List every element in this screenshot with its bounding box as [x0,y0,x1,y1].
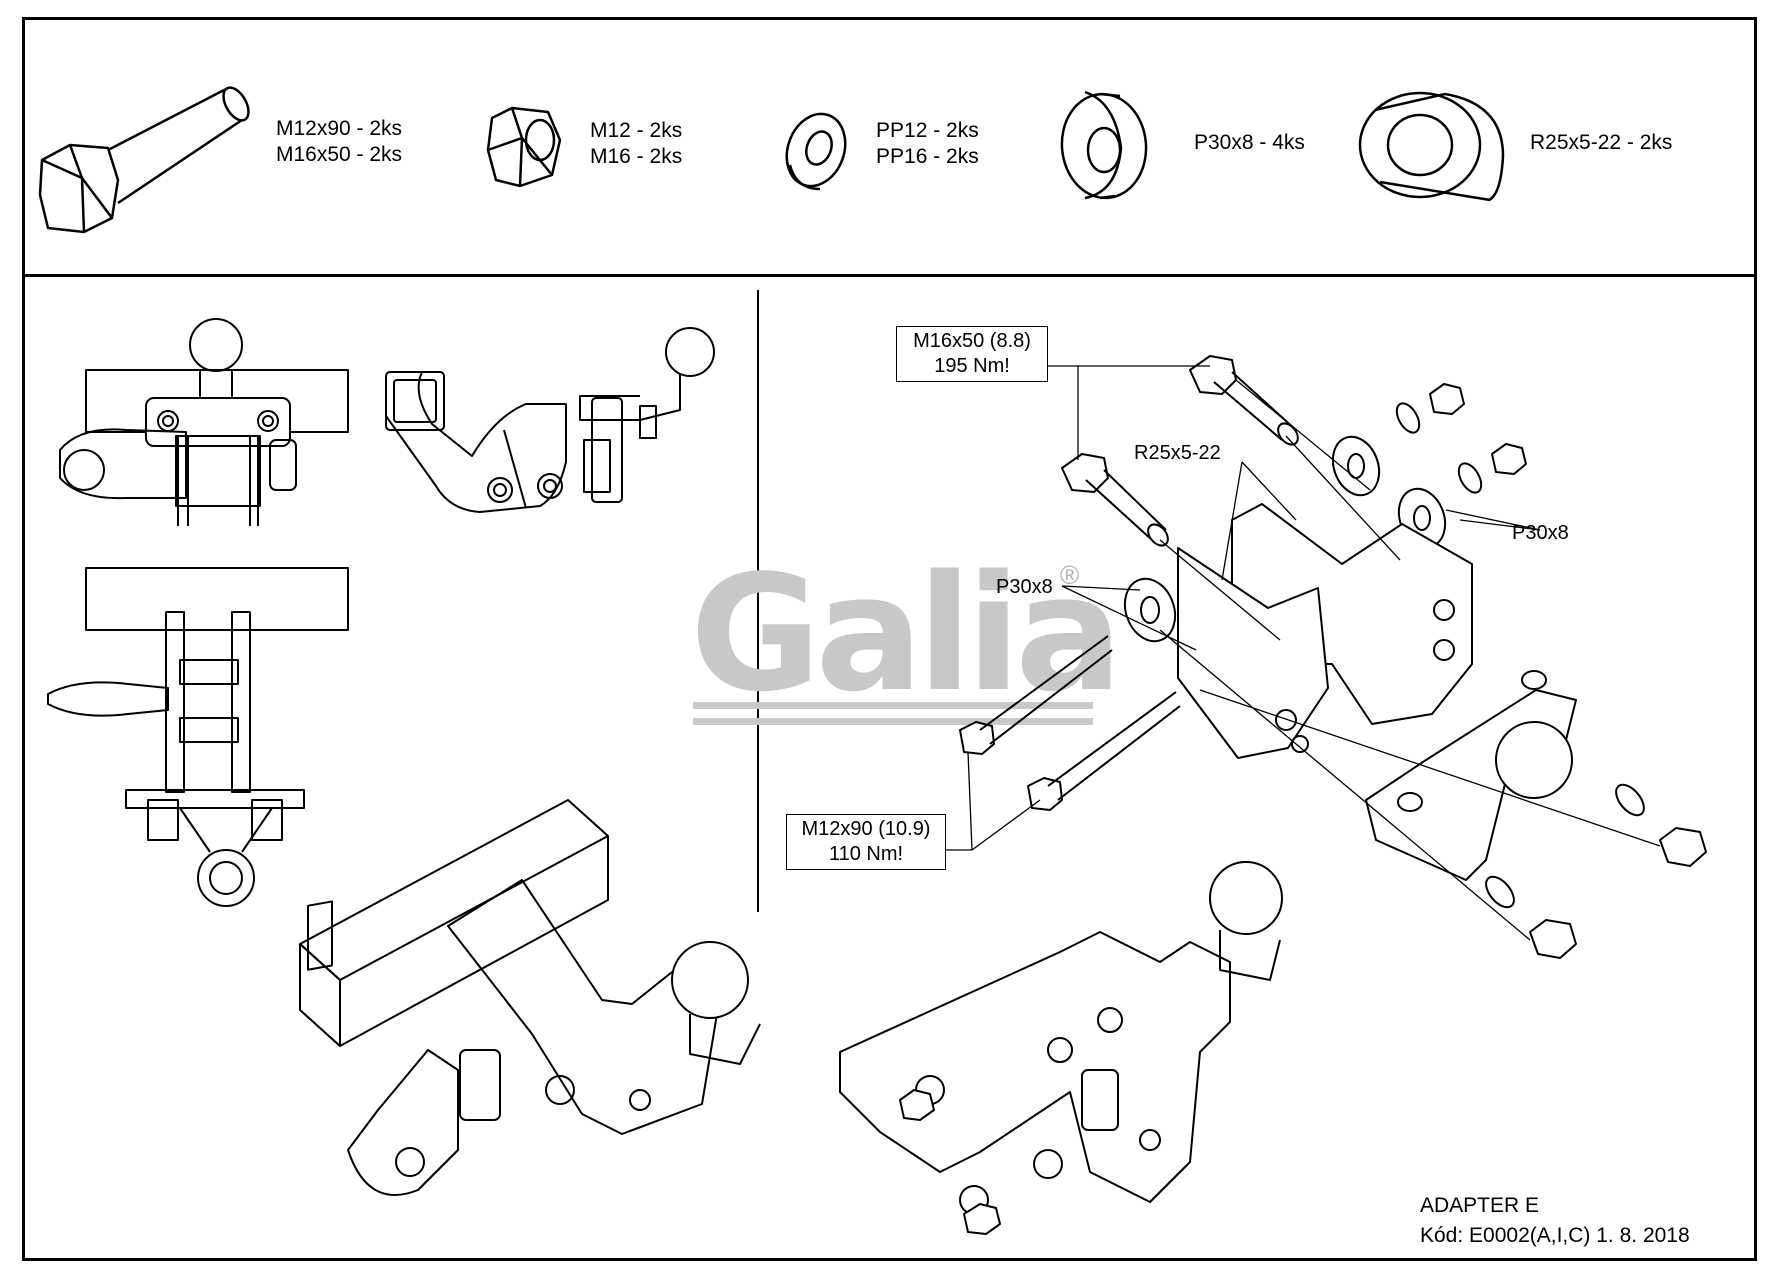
hex-bolt-icon [38,86,250,234]
drawing-frame [22,17,1757,1261]
washer-label-2: PP16 - 2ks [876,145,979,168]
adapter-code: Kód: E0002(A,I,C) 1. 8. 2018 [1420,1224,1690,1247]
watermark-underline [693,702,1093,709]
watermark-underline-2 [693,718,1093,725]
p30-callout-right: P30x8 [1512,522,1569,544]
header-divider [22,274,1757,277]
watermark-registered-mark: ® [1060,560,1080,590]
washer-icon [785,112,847,191]
watermark-logo: Galia [690,540,1123,727]
r25-callout: R25x5-22 [1134,442,1221,464]
spacer-ring-icon [1060,90,1148,200]
isometric-view-right [839,861,1283,1235]
m12-spec: M12x90 (10.9) [801,818,931,840]
bolt-label-2: M16x50 - 2ks [276,143,403,166]
sleeve-label: R25x5-22 - 2ks [1530,131,1673,154]
view-divider [757,290,759,912]
m16-spec: M16x50 (8.8) [913,330,1031,352]
top-view [47,567,349,907]
spacer-label: P30x8 - 4ks [1194,131,1305,154]
m16-callout-box: M16x50 (8.8) 195 Nm! [896,326,1048,382]
p30-callout-left: P30x8 [996,576,1053,598]
isometric-view-left [299,799,761,1196]
m16-torque: 195 Nm! [934,355,1010,377]
m12-callout-box: M12x90 (10.9) 110 Nm! [786,814,946,870]
hex-nut-icon [486,106,562,188]
exploded-view [942,355,1707,959]
front-view [59,318,349,526]
sleeve-icon [1358,91,1505,202]
side-view [385,327,715,513]
adapter-name: ADAPTER E [1420,1194,1540,1217]
nut-label-2: M16 - 2ks [590,145,683,168]
washer-label-1: PP12 - 2ks [876,119,979,142]
bolt-label-1: M12x90 - 2ks [276,117,403,140]
nut-label-1: M12 - 2ks [590,119,683,142]
m12-torque: 110 Nm! [828,843,904,865]
